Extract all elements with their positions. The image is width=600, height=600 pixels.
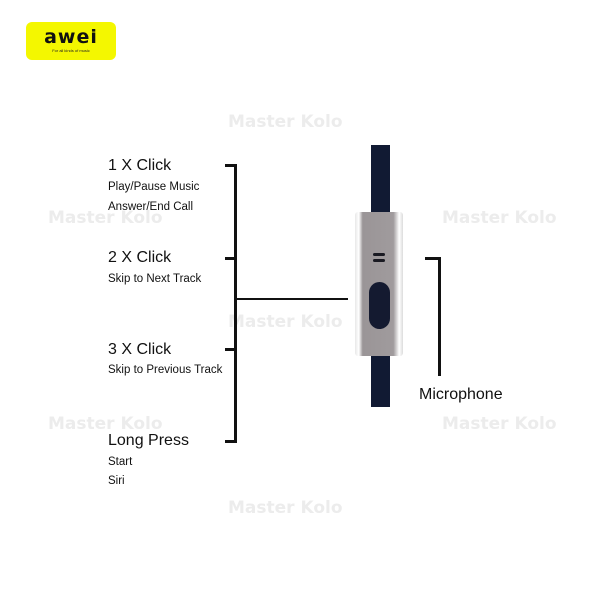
mic-hole-icon [373,253,385,256]
function-desc: Siri [108,475,125,487]
mic-bracket-tick [425,257,441,260]
watermark: Master Kolo [442,208,557,228]
awei-logo: awei For all kinds of music [26,22,116,60]
function-title: 1 X Click [108,157,172,174]
function-title: 3 X Click [108,341,172,358]
watermark: Master Kolo [48,208,163,228]
bracket-tick [225,348,235,351]
bracket-tick [225,257,235,260]
function-title: Long Press [108,432,189,449]
logo-tagline: For all kinds of music [52,48,90,53]
mic-hole-icon [373,259,385,262]
watermark: Master Kolo [228,498,343,518]
function-title: 2 X Click [108,249,172,266]
bracket-line [234,164,237,443]
connector-line [237,298,348,300]
bracket-tick [225,164,235,167]
bracket-tick [225,440,235,443]
watermark: Master Kolo [442,414,557,434]
watermark: Master Kolo [228,112,343,132]
watermark: Master Kolo [228,312,343,332]
function-desc: Play/Pause Music [108,181,200,193]
function-desc: Skip to Next Track [108,273,202,285]
function-desc: Skip to Previous Track [108,364,223,376]
microphone-label: Microphone [419,386,503,403]
function-desc: Answer/End Call [108,201,194,213]
logo-brand: awei [44,26,98,48]
remote-button [369,282,390,329]
mic-bracket-line [438,257,441,376]
function-desc: Start [108,456,133,468]
watermark: Master Kolo [48,414,163,434]
